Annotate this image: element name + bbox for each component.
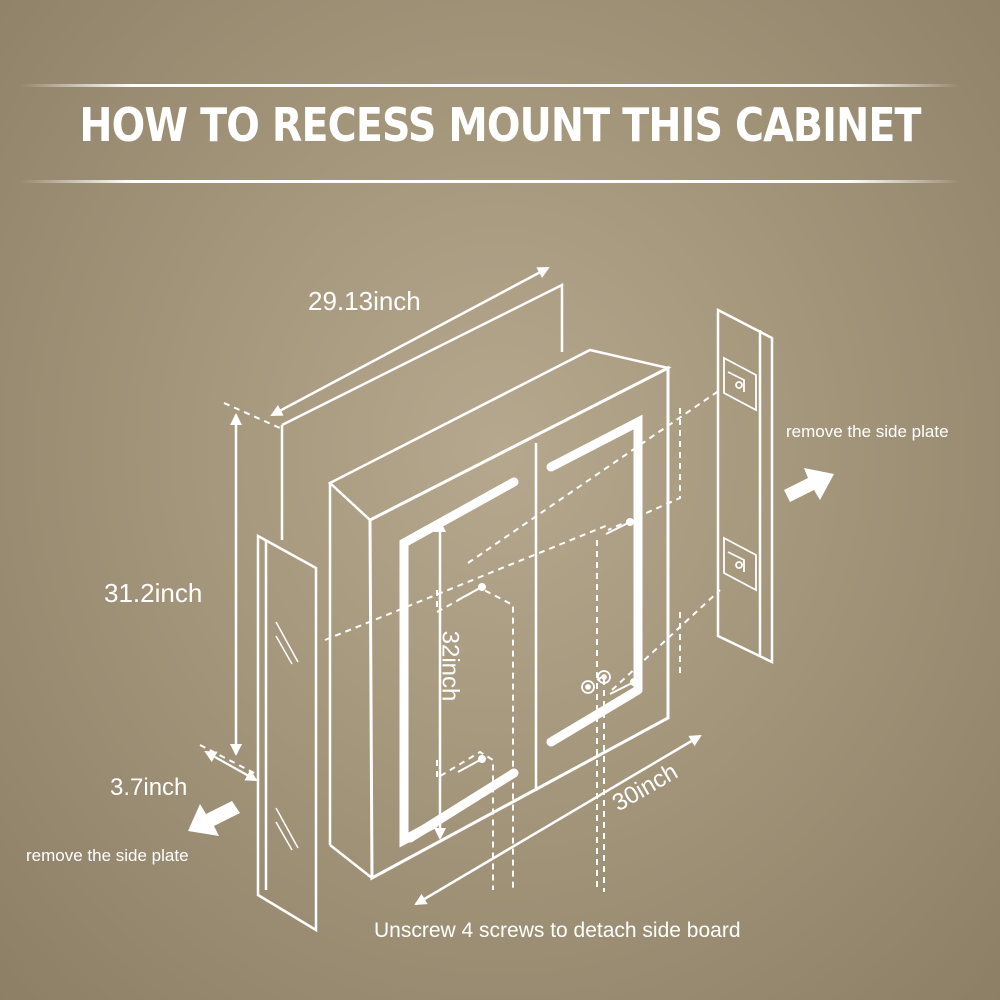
screw-leaders — [324, 389, 721, 892]
right-side-board — [716, 307, 774, 664]
screw-note-label: Unscrew 4 screws to detach side board — [374, 919, 741, 942]
mount-bracket-icon — [723, 356, 757, 592]
frame-width-arrow — [414, 734, 702, 906]
depth-arrow — [204, 751, 258, 781]
frame-height-label: 32inch — [436, 630, 464, 702]
led-strip-right — [546, 414, 643, 747]
title-top-rule — [20, 84, 960, 87]
width-label: 29.13inch — [308, 286, 421, 316]
left-side-board — [256, 533, 318, 933]
width-arrow — [270, 266, 550, 417]
arrow-right-icon — [784, 468, 834, 502]
arrow-left-icon — [188, 801, 240, 836]
left-note-label: remove the side plate — [26, 846, 189, 865]
title-bottom-rule — [20, 180, 960, 183]
screw-icon — [457, 518, 638, 773]
back-panel — [280, 282, 564, 540]
cabinet-front — [368, 365, 670, 881]
height-label: 31.2inch — [104, 578, 203, 608]
right-note-label: remove the side plate — [786, 422, 949, 441]
touch-button-icon — [581, 670, 611, 694]
depth-label: 3.7inch — [110, 774, 188, 801]
page-title: HOW TO RECESS MOUNT THIS CABINET — [79, 98, 921, 152]
